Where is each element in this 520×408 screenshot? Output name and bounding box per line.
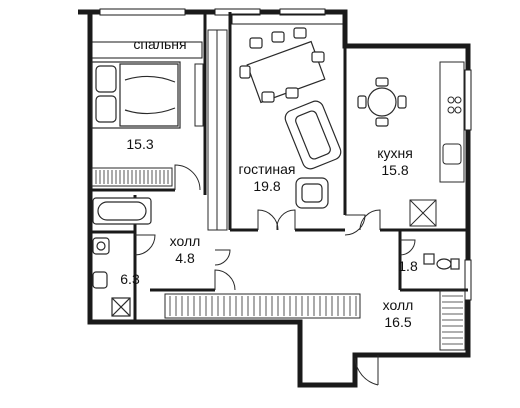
bedroom-tv: [194, 63, 204, 127]
room-label-kitchen: кухня 15.8: [360, 145, 430, 179]
room-area-bedroom: 15.3: [105, 136, 175, 153]
room-name: гостиная: [238, 161, 296, 177]
room-label-hall-large: холл 16.5: [363, 297, 433, 331]
hatch-lines: [95, 170, 463, 345]
outer-walls: [78, 9, 471, 388]
kitchen-table: [357, 77, 407, 127]
bathroom-fixtures: [92, 237, 460, 317]
room-label-bathroom: 6.3: [108, 271, 152, 288]
bed: [91, 61, 181, 129]
window-sills: [91, 13, 345, 59]
room-label-bedroom: спальня: [110, 36, 210, 53]
room-label-wc: 1.8: [390, 258, 426, 275]
top-windows: [99, 8, 472, 301]
room-label-living: гостиная 19.8: [227, 161, 307, 195]
wardrobe: [91, 29, 466, 351]
room-area: 19.8: [253, 178, 281, 194]
room-area: 4.8: [175, 250, 195, 266]
sofa: [284, 100, 342, 209]
room-name: холл: [382, 297, 414, 313]
room-area: 16.5: [384, 314, 412, 330]
kitchen-counter: [409, 61, 465, 227]
bathtub: [92, 197, 152, 225]
room-name: кухня: [377, 145, 413, 161]
doors: [134, 164, 416, 386]
room-area: 15.8: [381, 162, 409, 178]
room-area: 15.3: [126, 136, 154, 152]
dining-table: [239, 27, 326, 104]
room-label-hall-small: холл 4.8: [155, 233, 215, 267]
room-area: 6.3: [120, 271, 140, 287]
room-name: спальня: [133, 36, 187, 52]
room-name: холл: [169, 233, 201, 249]
room-area: 1.8: [398, 258, 418, 274]
